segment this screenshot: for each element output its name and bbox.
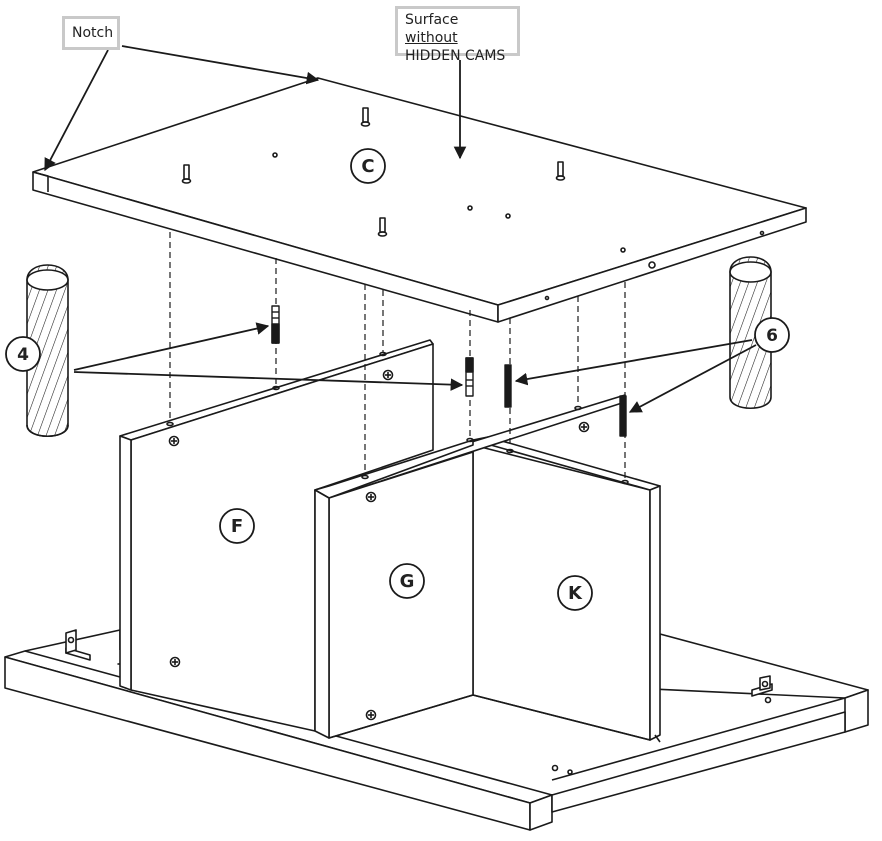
part-label-G: G bbox=[400, 571, 415, 592]
part-circle-K bbox=[557, 575, 593, 611]
leg-left bbox=[26, 264, 69, 437]
notch-callout-text: Notch bbox=[72, 25, 114, 41]
surface-callout-text-b: HIDDEN CAMS bbox=[405, 48, 506, 64]
part-circle-F bbox=[219, 508, 255, 544]
frame-screw bbox=[551, 764, 559, 772]
part-label-K: K bbox=[568, 583, 583, 604]
item-circle-4 bbox=[5, 336, 41, 372]
frame-screw bbox=[764, 696, 772, 704]
cam-locks bbox=[166, 351, 629, 721]
item-label-6: 6 bbox=[766, 326, 778, 346]
top-panel-C bbox=[32, 77, 807, 323]
surface-callout: Surface without HIDDEN CAMS bbox=[395, 6, 520, 64]
notch-callout: Notch bbox=[62, 16, 120, 50]
bracket-left bbox=[65, 629, 91, 661]
surface-callout-emphasis: without bbox=[405, 30, 458, 46]
frame-hole bbox=[567, 769, 573, 775]
part-label-F: F bbox=[231, 516, 243, 537]
part-circle-C bbox=[350, 148, 386, 184]
item-circle-6 bbox=[754, 317, 790, 353]
part-label-C: C bbox=[361, 156, 374, 177]
cam-bolts-top bbox=[181, 107, 765, 301]
part-circle-G bbox=[389, 563, 425, 599]
leg-right bbox=[729, 256, 772, 409]
item-label-4: 4 bbox=[17, 345, 29, 365]
pointer-arrows bbox=[44, 45, 757, 413]
surface-callout-text-a: Surface bbox=[405, 12, 459, 28]
connector-bolts bbox=[271, 305, 627, 437]
bracket-right bbox=[751, 675, 773, 697]
